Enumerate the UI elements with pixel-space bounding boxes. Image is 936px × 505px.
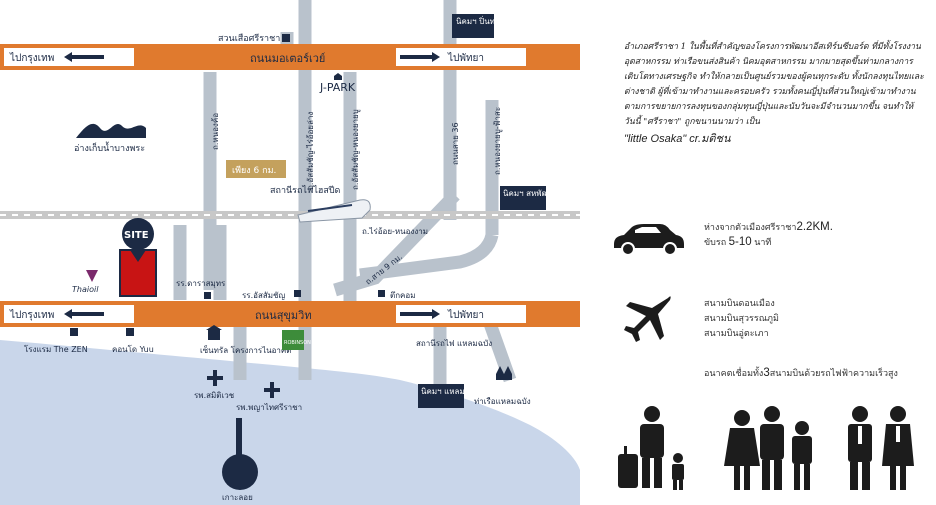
dir-pattaya-bottom: ไปพัทยา <box>396 305 526 323</box>
airport-item: สนามบินดอนเมือง <box>704 298 775 308</box>
car-line1: ห่างจากตัวเมืองศรีราชา <box>704 222 797 232</box>
svg-text:นิคมฯ ปิ่นทอง: นิคมฯ ปิ่นทอง <box>456 15 504 26</box>
dir-pattaya-top: ไปพัทยา <box>396 48 526 66</box>
road-rai-oi <box>359 233 499 282</box>
label-suan-suea: สวนเสือศรีราชา <box>218 33 280 44</box>
svg-text:ไปกรุงเทพ: ไปกรุงเทพ <box>9 309 54 321</box>
label-central: เซ็นทรัล โครงการไนอาคต <box>200 345 291 355</box>
little-osaka-tag: "little Osaka" cr.มติชน <box>624 133 731 145</box>
label-tuk-com: ตึกคอม <box>390 291 415 300</box>
site-label: SITE <box>124 230 149 241</box>
ko-loi-pier <box>236 418 242 458</box>
dir-bangkok-bottom: ไปกรุงเทพ <box>4 305 134 323</box>
car-time: 5-10 <box>728 236 752 248</box>
future-suffix: สนามบินด้วยรถไฟฟ้าความเร็วสูง <box>769 368 898 378</box>
airport-list: สนามบินดอนเมือง สนามบินสุวรรณภูมิ สนามบิ… <box>704 296 779 341</box>
business-people-icon <box>848 406 914 490</box>
thaioil-logo: Thaioil <box>72 270 99 294</box>
arrow-left-icon <box>64 52 104 62</box>
svg-text:ไปพัทยา: ไปพัทยา <box>447 309 484 321</box>
sukhumvit-name: ถนนสุขุมวิท <box>255 309 312 322</box>
intro-paragraph: อำเภอศรีราชา 1 ในพื้นที่สำคัญของโครงการพ… <box>624 42 924 127</box>
label-reservoir: อ่างเก็บน้ำบางพระ <box>74 141 145 154</box>
label-assumption-nong-yang: ถ.อัสสัมชัญ-หนองยายบู <box>351 109 361 190</box>
arrow-right-icon <box>400 309 440 319</box>
label-samitivej: รพ.สมิติเวช <box>194 391 235 400</box>
distance-badge <box>226 160 286 178</box>
j-park-icon <box>334 73 342 80</box>
car-suffix: นาที <box>751 237 772 247</box>
future-rail-note: อนาคตเชื่อมทั้ง3สนามบินด้วยรถไฟฟ้าความเร… <box>704 366 898 381</box>
central-icon <box>206 325 222 340</box>
label-assumption-school: รร.อัสสัมชัญ <box>242 291 285 300</box>
train-icon <box>297 199 371 223</box>
nikom-sahapat: นิคมฯ สหพัฒน์ <box>500 186 555 210</box>
reservoir-icon <box>76 123 146 138</box>
car-distance: 2.2KM. <box>796 221 833 233</box>
car-icon <box>614 224 684 256</box>
hospital-samitivej-icon <box>207 370 223 386</box>
road-9km <box>333 190 460 297</box>
future-num: 3 <box>763 367 770 379</box>
nikom-laem-chabang: นิคมฯ แหลมฉบัง <box>418 384 479 408</box>
label-darasamut: รร.ดาราสมุทร <box>176 279 226 288</box>
airplane-icon <box>624 296 671 342</box>
hotel-zen-marker <box>70 328 78 336</box>
label-station-laem: สถานีรถไฟ แหลมฉบัง <box>416 339 492 348</box>
robinson-logo: ROBINSON <box>282 330 311 350</box>
people-icons <box>618 406 914 490</box>
info-panel: อำเภอศรีราชา 1 ในพื้นที่สำคัญของโครงการพ… <box>580 0 936 505</box>
nikom-pinthong: นิคมฯ ปิ่นทอง <box>452 14 504 38</box>
hospital-phayathai-icon <box>264 382 280 398</box>
svg-text:ไปพัทยา: ไปพัทยา <box>447 52 484 64</box>
ko-loi-island <box>222 454 258 490</box>
arrow-left-icon <box>64 309 104 319</box>
label-ko-loi: เกาะลอย <box>222 493 253 502</box>
car-prefix: ขับรถ <box>704 237 729 247</box>
site-marker: SITE <box>119 218 157 297</box>
darasamut-marker <box>204 292 211 299</box>
svg-text:ไปกรุงเทพ: ไปกรุงเทพ <box>9 52 54 64</box>
condo-yuu-marker <box>126 328 134 336</box>
label-road-36: ถนนสาย 36 <box>451 122 460 165</box>
label-phayathai: รพ.พญาไทศรีราชา <box>236 403 302 412</box>
label-condo-yuu: คอนโด Yuu <box>112 344 154 354</box>
label-nong-kho: ถ.หนองค้อ <box>211 113 220 150</box>
car-info: ห่างจากตัวเมืองศรีราชา2.2KM. ขับรถ 5-10 … <box>704 220 833 250</box>
svg-text:นิคมฯ สหพัฒน์: นิคมฯ สหพัฒน์ <box>503 188 555 198</box>
arrow-right-icon <box>400 52 440 62</box>
label-hotel-zen: โรงแรม The ZEN <box>24 344 88 354</box>
svg-text:Thaioil: Thaioil <box>72 285 99 294</box>
family-icon <box>724 406 812 490</box>
label-j-park: J-PARK <box>319 81 356 94</box>
tuk-com-marker <box>378 290 385 297</box>
location-map: ถนนมอเตอร์เวย์ ถนนสุขุมวิท ไปกรุงเทพ ไปพ… <box>0 0 580 505</box>
label-station: สถานีรถไฟไฮสปีด <box>270 185 341 196</box>
label-rai-oi: ถ.ไร่อ้อย-หนองงาม <box>362 227 428 236</box>
airport-item: สนามบินอู่ตะเภา <box>704 328 769 338</box>
port-icon <box>496 366 512 380</box>
dir-bangkok-top: ไปกรุงเทพ <box>4 48 134 66</box>
traveler-icon <box>618 406 684 490</box>
sea <box>0 340 580 505</box>
intro-text: อำเภอศรีราชา 1 ในพื้นที่สำคัญของโครงการพ… <box>624 40 924 147</box>
airport-item: สนามบินสุวรรณภูมิ <box>704 313 779 323</box>
label-assumption-road: ถ.อัสสัมชัญ-ไร่อ้อยล่าง <box>306 112 315 190</box>
label-6km: เพียง 6 กม. <box>232 165 276 176</box>
suan-suea-marker <box>282 34 290 42</box>
motorway-name: ถนนมอเตอร์เวย์ <box>250 52 325 65</box>
svg-text:นิคมฯ แหลมฉบัง: นิคมฯ แหลมฉบัง <box>421 387 479 396</box>
assumption-marker <box>294 290 301 297</box>
svg-text:ROBINSON: ROBINSON <box>284 340 311 346</box>
label-nong-kham: ถ.หนองยายบู-ฟ้าสะ <box>493 107 503 175</box>
future-prefix: อนาคตเชื่อมทั้ง <box>704 368 764 378</box>
label-port: ท่าเรือแหลมฉบัง <box>474 397 531 406</box>
